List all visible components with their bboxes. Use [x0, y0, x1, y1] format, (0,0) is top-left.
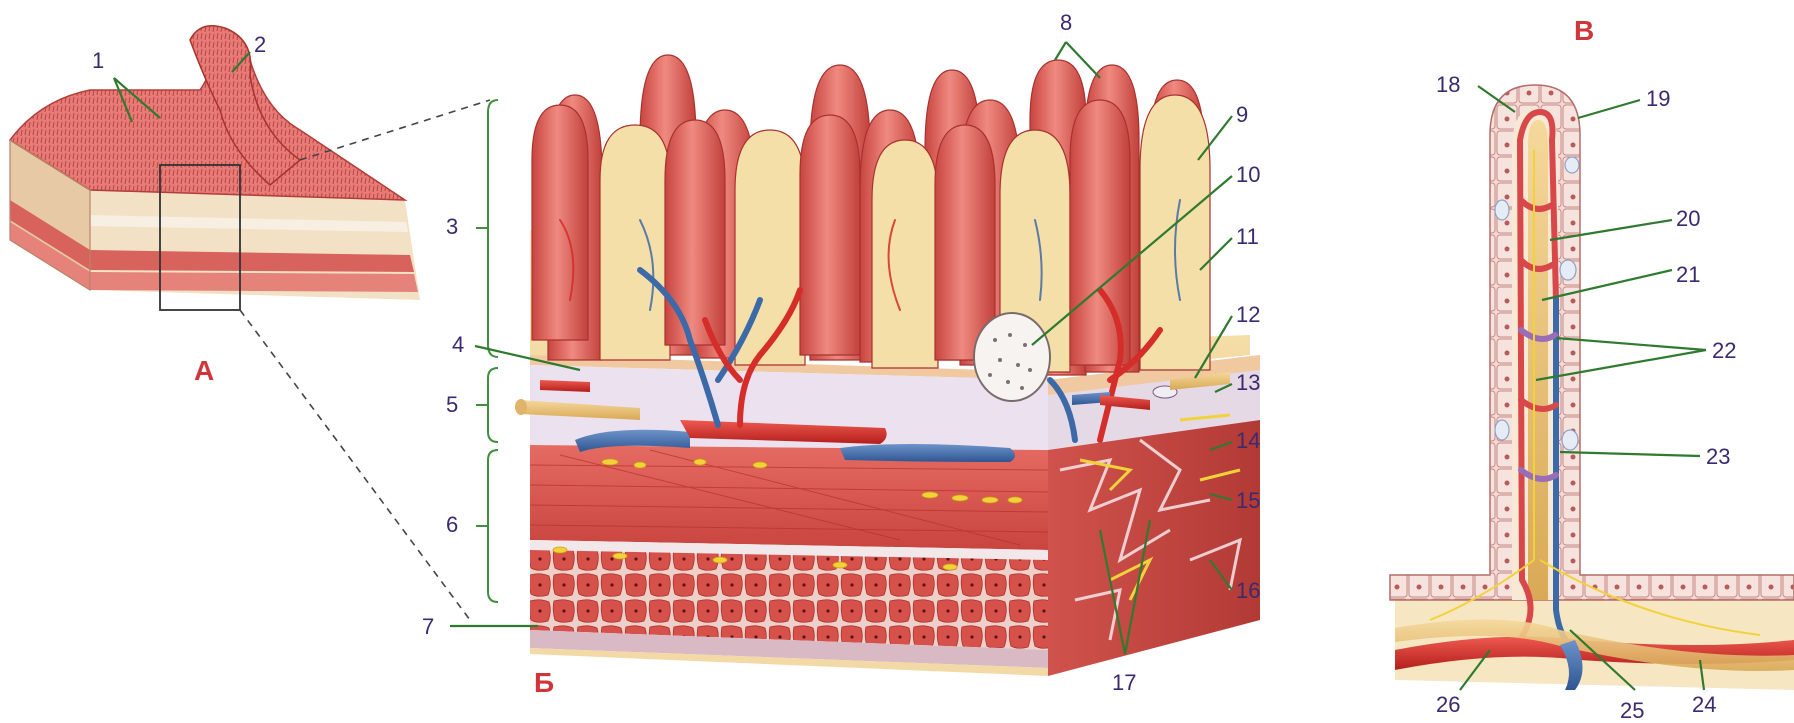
- label-17: 17: [1112, 670, 1136, 695]
- label-10: 10: [1236, 162, 1260, 187]
- label-1: 1: [92, 48, 104, 73]
- label-24: 24: [1692, 692, 1716, 717]
- lymphoid-nodule: [974, 313, 1050, 401]
- villus: [665, 120, 725, 345]
- central-lacteal: [1528, 120, 1548, 600]
- label-22: 22: [1712, 338, 1736, 363]
- label-9: 9: [1236, 102, 1248, 127]
- label-19: 19: [1646, 86, 1670, 111]
- bracket-mucosa: [488, 100, 498, 357]
- label-7: 7: [422, 614, 434, 639]
- label-16: 16: [1236, 578, 1260, 603]
- label-14: 14: [1236, 428, 1260, 453]
- bracket-muscularis: [488, 450, 498, 602]
- panel-a-overview: 1 2 А: [10, 26, 420, 386]
- label-2: 2: [254, 32, 266, 57]
- villus-cut: [872, 140, 938, 368]
- label-6: 6: [446, 512, 458, 537]
- villus: [532, 105, 588, 340]
- villus: [800, 115, 860, 355]
- label-13: 13: [1236, 370, 1260, 395]
- label-18: 18: [1436, 72, 1460, 97]
- submucosal-vein-2: [840, 444, 1015, 462]
- zoom-line-top: [300, 100, 490, 160]
- panel-letter-a: А: [194, 355, 214, 386]
- small-artery-cut: [540, 380, 590, 392]
- label-11: 11: [1236, 224, 1259, 249]
- label-26: 26: [1436, 692, 1460, 717]
- label-8: 8: [1060, 10, 1072, 35]
- panel-v-villus-detail: 18 19 20 21 22 23 24 25 26 В: [1390, 15, 1794, 723]
- label-3: 3: [446, 214, 458, 239]
- panel-b-wall-section: 3 4 5 6 7 8 9 10 11 12 13 14 15 16 17 Б: [422, 10, 1260, 698]
- bracket-submucosa: [488, 368, 498, 442]
- label-15: 15: [1236, 488, 1260, 513]
- panel-letter-b: Б: [534, 667, 554, 698]
- label-4: 4: [452, 332, 464, 357]
- panel-letter-v: В: [1574, 15, 1594, 46]
- label-21: 21: [1676, 262, 1700, 287]
- villus-cut: [600, 125, 670, 360]
- zoom-line-bottom: [240, 310, 470, 620]
- label-23: 23: [1706, 444, 1730, 469]
- panel-b-villi: [532, 55, 1210, 375]
- label-20: 20: [1676, 206, 1700, 231]
- label-5: 5: [446, 392, 458, 417]
- label-12: 12: [1236, 302, 1260, 327]
- label-25: 25: [1620, 698, 1644, 723]
